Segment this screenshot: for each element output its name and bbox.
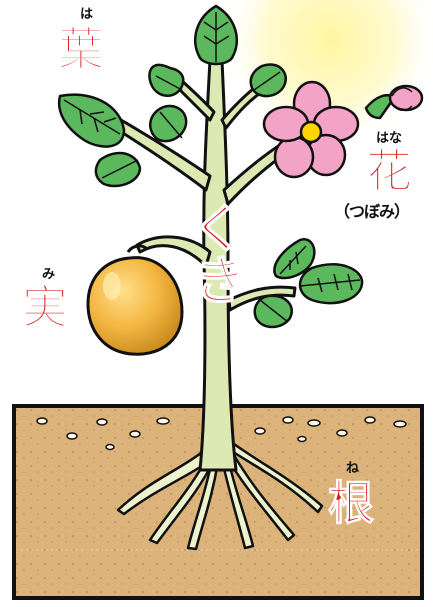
- leaf-label: 葉: [58, 22, 105, 76]
- flower-ruby: はな: [376, 131, 403, 146]
- root-label: 根: [328, 476, 375, 530]
- flower-center: [299, 120, 323, 144]
- leaf-right-low-2: [298, 263, 364, 305]
- flower-label: 花: [366, 144, 413, 198]
- leaf-ruby: は: [80, 7, 94, 22]
- leaf-left-mid: [94, 151, 142, 188]
- stem-label-ki: き: [193, 252, 247, 312]
- stem-label-ku: く: [191, 200, 245, 260]
- flower-note: （つぼみ）: [334, 202, 410, 221]
- leaves: [57, 4, 364, 329]
- fruit-ruby: み: [42, 267, 56, 282]
- leaf-left: [57, 93, 126, 148]
- leaf-top: [194, 4, 238, 66]
- leaf-left-small: [149, 104, 188, 143]
- root-ruby: ね: [346, 461, 360, 476]
- fruit-label: 実: [22, 280, 69, 334]
- bud: [364, 84, 424, 120]
- leaf-right-low-3: [253, 294, 293, 329]
- leaf-top-right: [249, 63, 287, 98]
- leaf-right-low-1: [273, 238, 316, 280]
- leaf-top-left: [148, 63, 185, 97]
- fruit: [86, 244, 184, 356]
- roots: [116, 442, 324, 551]
- flower: [262, 80, 360, 179]
